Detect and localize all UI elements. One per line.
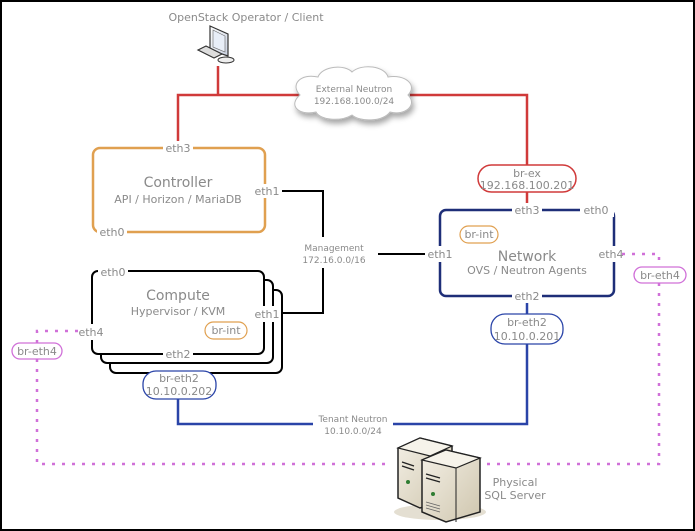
br-ex-bridge <box>477 164 577 193</box>
tenant-network-name: Tenant Neutron <box>317 415 387 425</box>
controller-eth3-label: eth3 <box>165 142 190 155</box>
controller-eth1-label: eth1 <box>254 185 279 198</box>
network-sql-link <box>482 283 661 466</box>
compute-br-eth2-name: br-eth2 <box>159 372 199 385</box>
network-node <box>428 203 620 303</box>
compute-br-int-label: br-int <box>211 324 241 337</box>
client-label: OpenStack Operator / Client <box>168 11 324 24</box>
compute-br-eth4-label: br-eth4 <box>17 345 57 358</box>
external-network-links <box>176 66 529 205</box>
compute-title: Compute <box>146 288 210 304</box>
workstation-icon <box>196 25 235 64</box>
controller-eth1-link <box>282 190 324 237</box>
network-brex-link <box>410 93 529 165</box>
network-eth0-label: eth0 <box>583 204 608 217</box>
compute-tenant-link <box>176 398 313 426</box>
controller-node <box>91 141 278 240</box>
external-network-cloud <box>294 66 413 121</box>
compute-eth1-link <box>282 268 324 314</box>
network-br-eth2-ip: 10.10.0.201 <box>494 330 560 343</box>
network-tenant-link <box>393 344 529 426</box>
network-eth1-label: eth1 <box>427 248 452 261</box>
controller-eth3-link <box>176 93 300 148</box>
management-network-links <box>282 190 425 314</box>
network-br-eth2-bridge <box>490 313 564 345</box>
physical-links <box>35 252 661 466</box>
compute-eth2-label: eth2 <box>165 348 190 361</box>
network-eth2-label: eth2 <box>514 290 539 303</box>
compute-sql-link <box>35 359 392 466</box>
network-br-eth4-bridge <box>633 266 687 284</box>
sql-server-label-line1: Physical <box>493 476 538 489</box>
br-ex-name: br-ex <box>513 167 541 180</box>
compute-eth4-label: eth4 <box>78 326 103 339</box>
network-eth3-label: eth3 <box>514 204 539 217</box>
compute-eth1-label: eth1 <box>254 308 279 321</box>
network-subtitle: OVS / Neutron Agents <box>467 264 587 277</box>
compute-br-eth2-ip: 10.10.0.202 <box>146 385 212 398</box>
compute-br-eth4-bridge <box>11 342 63 360</box>
network-br-int-label: br-int <box>464 228 494 241</box>
compute-subtitle: Hypervisor / KVM <box>131 305 226 318</box>
external-network-name: External Neutron <box>316 85 392 95</box>
sql-server-label-line2: SQL Server <box>484 489 546 502</box>
server-icon <box>394 437 486 523</box>
management-network-cidr: 172.16.0.0/16 <box>302 256 365 266</box>
compute-br-eth2-bridge <box>142 370 217 400</box>
controller-title: Controller <box>144 175 213 191</box>
controller-eth0-label: eth0 <box>99 226 124 239</box>
network-eth4-label: eth4 <box>598 248 623 261</box>
network-br-eth4-label: br-eth4 <box>640 269 680 282</box>
network-title: Network <box>498 249 557 265</box>
controller-subtitle: API / Horizon / MariaDB <box>114 193 241 206</box>
tenant-network-cidr: 10.10.0.0/24 <box>324 427 382 437</box>
external-network-cidr: 192.168.100.0/24 <box>314 97 395 107</box>
compute-eth0-label: eth0 <box>100 266 125 279</box>
compute-eth4-link <box>35 329 78 343</box>
management-network-name: Management <box>304 244 364 254</box>
network-br-eth2-name: br-eth2 <box>507 316 547 329</box>
br-ex-ip: 192.168.100.201 <box>480 179 574 192</box>
